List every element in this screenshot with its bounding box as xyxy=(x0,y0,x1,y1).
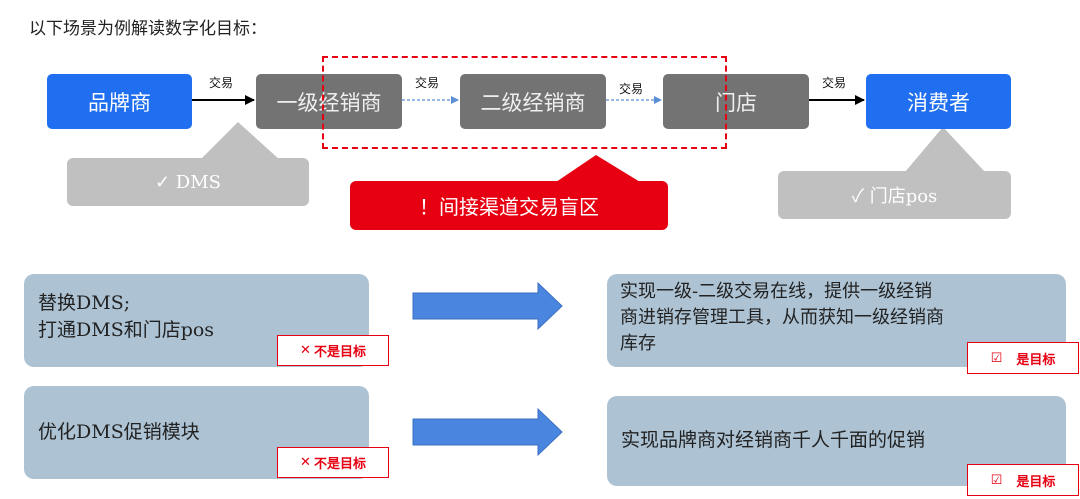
row2-target-tag: ☑ 是目标 xyxy=(967,464,1079,496)
node-tier2-distributor: 二级经销商 xyxy=(460,74,606,129)
blind-zone-callout-pointer xyxy=(556,155,640,182)
row1-arrow xyxy=(412,281,563,331)
node-consumer: 消费者 xyxy=(866,74,1011,129)
blind-zone-region xyxy=(322,56,727,149)
cross-icon: ✕ xyxy=(300,455,311,470)
row1-left-line: 打通DMS和门店pos xyxy=(38,319,215,341)
node-store: 门店 xyxy=(663,74,809,129)
row2-left-line: 优化DMS促销模块 xyxy=(38,421,200,443)
row1-target-tag: ☑ 是目标 xyxy=(967,342,1079,374)
page-title: 以下场景为例解读数字化目标： xyxy=(29,19,267,39)
dms-callout-pointer xyxy=(200,122,280,160)
target-label: 是目标 xyxy=(1016,352,1056,368)
checkbox-icon: ☑ xyxy=(990,472,1003,488)
row2-right-line: 实现品牌商对经销商千人千面的促销 xyxy=(621,429,926,451)
edge-label: 交易 xyxy=(619,82,644,96)
dms-callout: ✓ DMS xyxy=(67,158,309,206)
edge-label: 交易 xyxy=(415,76,440,90)
row1-right-line: 商进销存管理工具，从而获知一级经销商 xyxy=(620,307,944,328)
cross-icon: ✕ xyxy=(300,343,311,358)
store-pos-callout-pointer xyxy=(905,127,985,172)
row1-right-line: 实现一级-二级交易在线，提供一级经销 xyxy=(620,281,933,302)
row2-not-target-tag: ✕ 不是目标 xyxy=(277,447,389,478)
blind-zone-callout: ！间接渠道交易盲区 xyxy=(350,181,668,230)
checkbox-icon: ☑ xyxy=(990,350,1003,366)
not-target-label: 不是目标 xyxy=(313,457,366,472)
edge-label: 交易 xyxy=(822,76,847,90)
row1-not-target-tag: ✕ 不是目标 xyxy=(277,335,389,366)
target-label: 是目标 xyxy=(1016,474,1056,490)
node-tier1-distributor: 一级经销商 xyxy=(256,74,402,129)
edge-label: 交易 xyxy=(209,76,234,90)
store-pos-callout: ✓ 门店pos xyxy=(778,171,1011,219)
row1-right-line: 库存 xyxy=(620,333,656,354)
node-brand: 品牌商 xyxy=(47,74,192,129)
row1-left-line: 替换DMS; xyxy=(38,292,131,314)
row2-arrow xyxy=(412,407,563,457)
not-target-label: 不是目标 xyxy=(313,345,366,360)
